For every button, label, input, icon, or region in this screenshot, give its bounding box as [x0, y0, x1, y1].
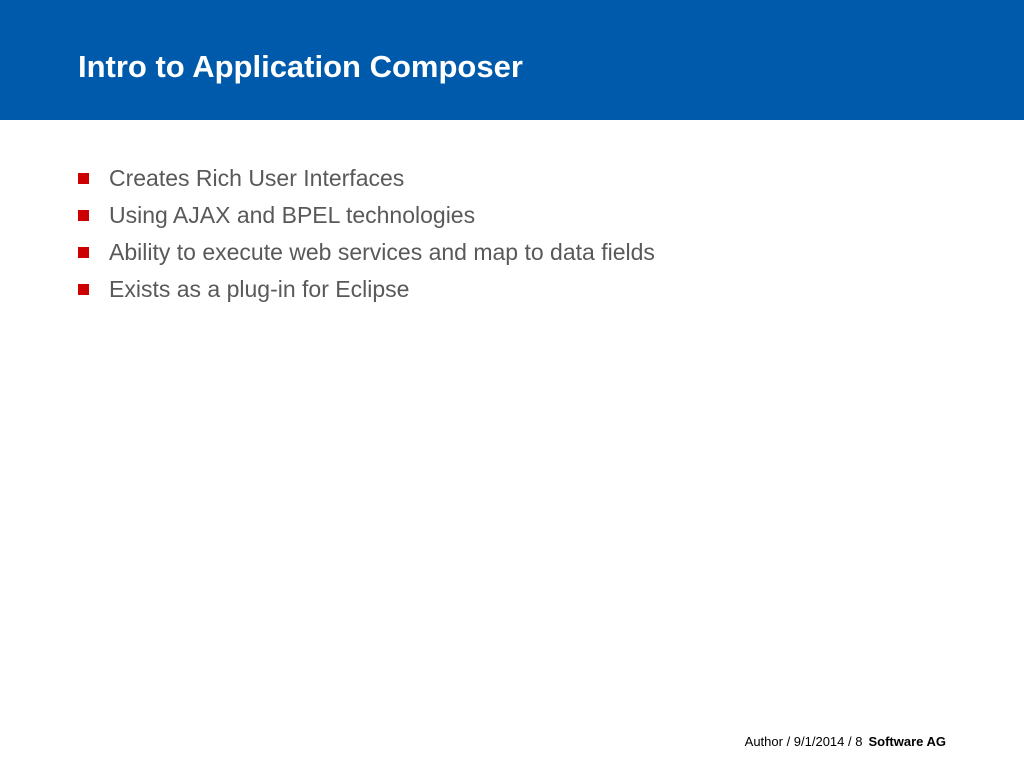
square-bullet-icon — [78, 210, 89, 221]
bullet-text: Using AJAX and BPEL technologies — [109, 202, 476, 228]
bullet-text: Exists as a plug-in for Eclipse — [109, 276, 410, 302]
square-bullet-icon — [78, 173, 89, 184]
bullet-item: Ability to execute web services and map … — [78, 234, 655, 271]
footer-brand: Software AG — [868, 734, 946, 749]
bullet-item: Using AJAX and BPEL technologies — [78, 197, 655, 234]
bullet-item: Creates Rich User Interfaces — [78, 160, 655, 197]
title-bar: Intro to Application Composer — [0, 0, 1024, 120]
square-bullet-icon — [78, 284, 89, 295]
bullet-list: Creates Rich User Interfaces Using AJAX … — [78, 160, 655, 308]
bullet-item: Exists as a plug-in for Eclipse — [78, 271, 655, 308]
square-bullet-icon — [78, 247, 89, 258]
slide-footer: Author / 9/1/2014 / 8 Software AG — [745, 733, 946, 751]
slide-title: Intro to Application Composer — [78, 49, 523, 84]
footer-meta: Author / 9/1/2014 / 8 — [744, 734, 863, 749]
bullet-text: Ability to execute web services and map … — [109, 239, 655, 265]
bullet-text: Creates Rich User Interfaces — [109, 165, 405, 191]
